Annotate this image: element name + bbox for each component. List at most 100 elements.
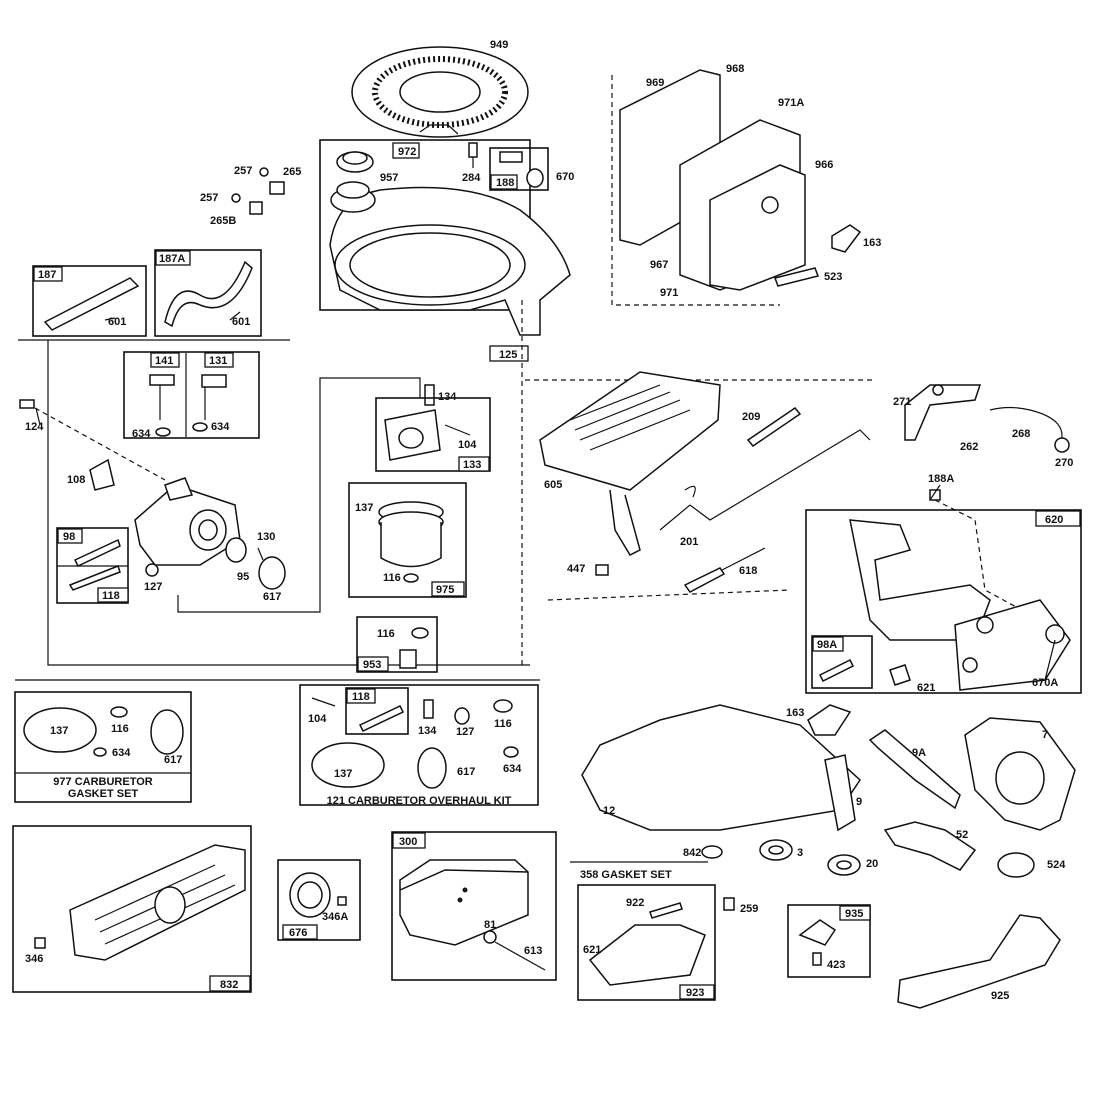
box-187A	[154, 249, 262, 337]
pin-104	[444, 424, 471, 436]
part-922	[649, 902, 683, 919]
head-gasket-7-bore	[995, 751, 1045, 805]
label-108: 108	[67, 474, 85, 486]
seal-3	[759, 839, 793, 861]
muffler-guard-832	[69, 844, 246, 961]
cover-925	[897, 914, 1061, 1009]
caption-121-kit: 121 CARBURETOR OVERHAUL KIT	[327, 795, 512, 807]
throttle-leader-bottom	[547, 589, 791, 601]
label-188a: 188A	[928, 473, 954, 485]
part-tag-141	[150, 352, 180, 368]
screw-447	[595, 564, 609, 576]
label-967: 967	[650, 259, 668, 271]
gasket-163	[831, 224, 862, 253]
label-617b: 617	[164, 754, 182, 766]
label-20: 20	[866, 858, 878, 870]
float-hole	[398, 427, 424, 449]
label-634d: 634	[503, 763, 522, 775]
label-118b: 118	[352, 691, 370, 703]
part-621	[889, 664, 911, 686]
box-300	[391, 831, 557, 981]
label-634a: 634	[132, 428, 151, 440]
part-tag-832	[209, 975, 251, 992]
part-tag-953	[357, 656, 389, 672]
part-tag-98	[57, 528, 83, 544]
kit-captions: 977 CARBURETOR GASKET SET 121 CARBURETOR…	[53, 776, 672, 881]
label-118a: 118	[102, 590, 120, 602]
label-81: 81	[484, 919, 496, 931]
primer-bulb	[499, 151, 544, 188]
nut-270	[1054, 437, 1070, 453]
gasket-137-kit977	[23, 707, 97, 753]
label-9: 9	[856, 796, 862, 808]
label-621b: 621	[583, 944, 601, 956]
caption-977-line2: GASKET SET	[68, 788, 139, 800]
label-670a: 670A	[1032, 677, 1058, 689]
label-98a: 98A	[817, 639, 837, 651]
part-tag-131	[204, 352, 234, 368]
label-104b: 104	[308, 713, 327, 725]
label-953: 953	[363, 659, 381, 671]
label-617a: 617	[263, 591, 281, 603]
seal-20	[827, 854, 861, 876]
part-tag-133	[458, 456, 490, 472]
label-12: 12	[603, 805, 615, 817]
plate-108	[89, 458, 115, 491]
part-tag-98A	[812, 636, 844, 652]
label-922: 922	[626, 897, 644, 909]
label-259: 259	[740, 903, 758, 915]
caption-358-kit: 358 GASKET SET	[580, 869, 672, 881]
label-423: 423	[827, 959, 845, 971]
label-972: 972	[398, 146, 416, 158]
label-969: 969	[646, 77, 664, 89]
box-358-kit	[577, 884, 716, 1001]
oring-842	[701, 845, 723, 859]
label-968: 968	[726, 63, 744, 75]
label-125: 125	[499, 349, 517, 361]
blower-housing	[329, 181, 571, 336]
label-300: 300	[399, 836, 417, 848]
fuel-line-187	[43, 277, 140, 331]
box-118-kit121	[345, 687, 409, 735]
gasket-52	[883, 821, 977, 871]
label-346a: 346A	[322, 911, 348, 923]
box-977-kit	[14, 691, 192, 803]
label-670: 670	[556, 171, 574, 183]
caption-977-line1: 977 CARBURETOR	[53, 776, 152, 788]
gasket-617	[258, 556, 286, 590]
box-121-kit	[299, 684, 539, 806]
gasket-617-kit977	[150, 709, 184, 755]
label-832: 832	[220, 979, 238, 991]
screw-284	[468, 142, 478, 168]
float-bowl-975	[378, 501, 444, 583]
label-163b: 163	[786, 707, 804, 719]
label-98: 98	[63, 531, 75, 543]
label-971a: 971A	[778, 97, 804, 109]
label-131: 131	[209, 355, 227, 367]
label-9a: 9A	[912, 747, 926, 759]
label-262: 262	[960, 441, 978, 453]
link-201-hook	[684, 485, 696, 498]
label-621a: 621	[917, 682, 935, 694]
part-labels: 949 972 957 284 188 670 257 265 257 265B…	[25, 39, 1073, 1002]
label-3: 3	[797, 847, 803, 859]
label-116c: 116	[111, 723, 129, 735]
label-634b: 634	[211, 421, 230, 433]
part-tag-972	[392, 142, 420, 159]
label-257b: 257	[200, 192, 218, 204]
screw-98A	[818, 658, 855, 683]
label-209: 209	[742, 411, 760, 423]
spring-618-line	[721, 547, 766, 571]
part-tag-620	[1035, 510, 1081, 527]
box-98A	[811, 635, 873, 689]
label-127b: 127	[456, 726, 474, 738]
washer-95	[225, 537, 247, 563]
needle-118	[68, 565, 121, 591]
label-104a: 104	[458, 439, 477, 451]
label-524: 524	[1047, 859, 1066, 871]
small-hardware-257-265	[231, 167, 285, 215]
air-cleaner-leader	[611, 75, 780, 306]
washer-634-kit121	[503, 746, 519, 758]
bolt-613	[494, 941, 546, 971]
label-601b: 601	[232, 316, 250, 328]
